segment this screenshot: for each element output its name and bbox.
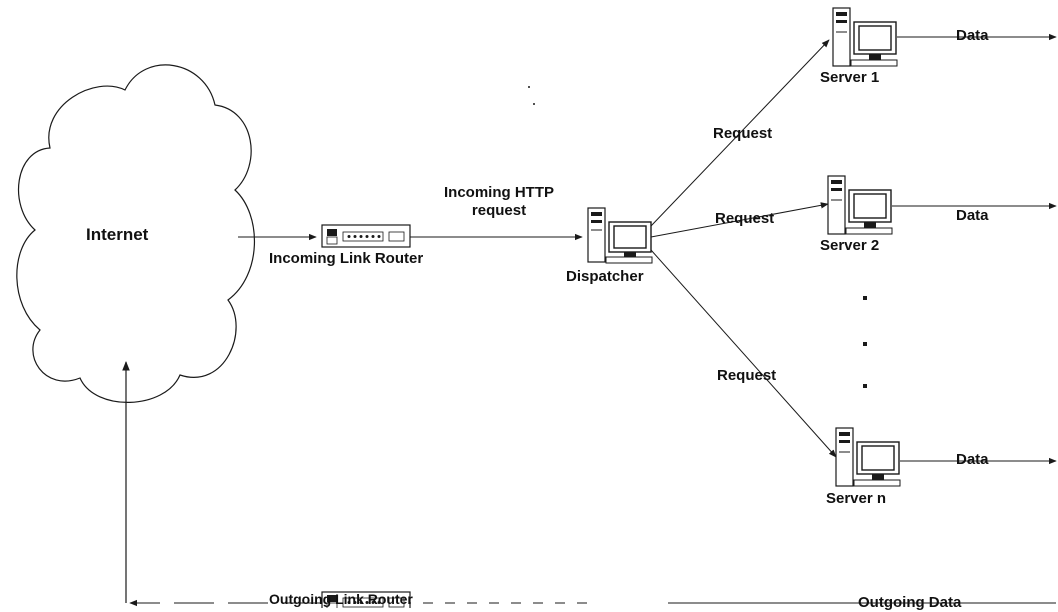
server-n-computer-icon [835,427,901,487]
dispatcher-to-server1-line [650,39,830,227]
incoming-request-line1: Incoming HTTP [444,184,554,201]
outgoing-router-label: Outgoing Link Router [269,591,413,607]
server-1-label: Server 1 [820,69,880,86]
ellipsis-dot [863,342,867,346]
server-2-computer-icon [827,175,893,235]
stray-mark [528,86,530,88]
dispatcher-to-server2-line [650,202,829,238]
dispatcher-to-servern-line [650,249,837,458]
request-label-3: Request [717,367,777,384]
incoming-request-label: Incoming HTTP request [424,184,574,220]
internet-cloud [16,64,255,403]
stray-mark [533,103,535,105]
incoming-request-line2: request [471,202,527,219]
dispatcher-label: Dispatcher [566,268,644,285]
server-2-label: Server 2 [820,237,880,254]
request-label-1: Request [713,125,773,142]
incoming-router-label: Incoming Link Router [269,250,424,267]
ellipsis-dot [863,384,867,388]
outgoing-router-icon [321,591,411,608]
data-label-3: Data [956,451,989,468]
outgoing-data-label: Outgoing Data [858,594,962,611]
server-1-computer-icon [832,7,898,67]
dispatcher-computer-icon [587,207,653,264]
incoming-router-icon [321,224,411,248]
internet-label: Internet [86,225,149,244]
data-label-1: Data [956,27,989,44]
ellipsis-dot [863,296,867,300]
server-n-label: Server n [826,490,887,507]
request-label-2: Request [715,210,775,227]
data-label-2: Data [956,207,989,224]
